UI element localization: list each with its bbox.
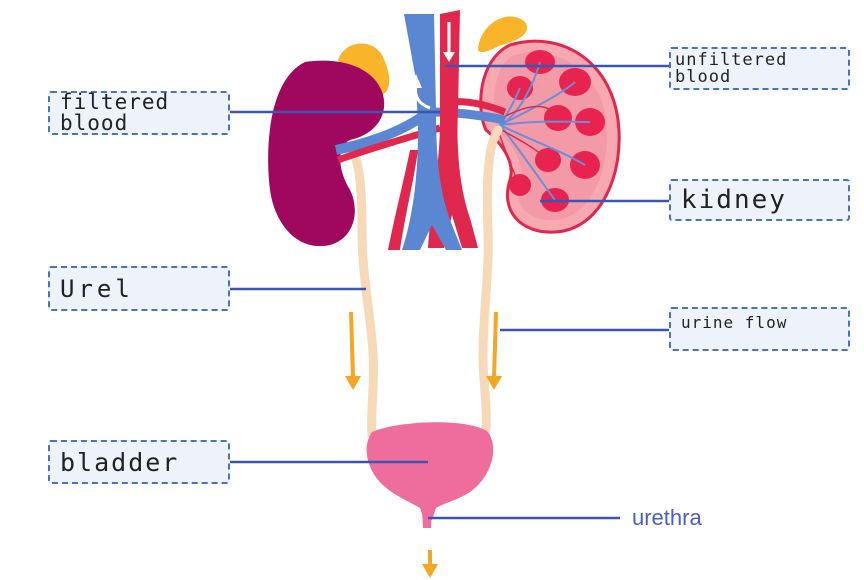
right-kidney — [479, 39, 621, 234]
kidney-label: kidney — [669, 179, 850, 221]
urine-flow-label: urine flow — [669, 307, 850, 351]
urine-flow-arrow-right — [486, 311, 502, 390]
vena-cava — [402, 14, 462, 250]
artery-crossing — [388, 150, 418, 250]
filtered-blood-label: filtered blood — [48, 91, 230, 135]
bladder-label: bladder — [48, 440, 230, 484]
urine-flow-arrow-bottom — [422, 550, 438, 578]
urethra-label: urethra — [632, 505, 702, 530]
unfiltered-blood-flow-arrowhead — [443, 52, 455, 62]
urine-flow-arrow-left — [345, 311, 361, 390]
left-kidney — [268, 60, 385, 247]
urethra-shape — [422, 508, 432, 528]
left-renal-vein — [334, 113, 423, 155]
unfiltered-blood-label: unfiltered blood — [669, 47, 850, 90]
right-adrenal-gland — [478, 16, 528, 53]
filtered-blood-flow-arrowhead — [409, 74, 422, 88]
bladder-shape — [366, 422, 494, 520]
left-ureter — [345, 140, 378, 440]
right-ureter — [478, 125, 503, 445]
ureter-label: Urel — [48, 266, 230, 311]
